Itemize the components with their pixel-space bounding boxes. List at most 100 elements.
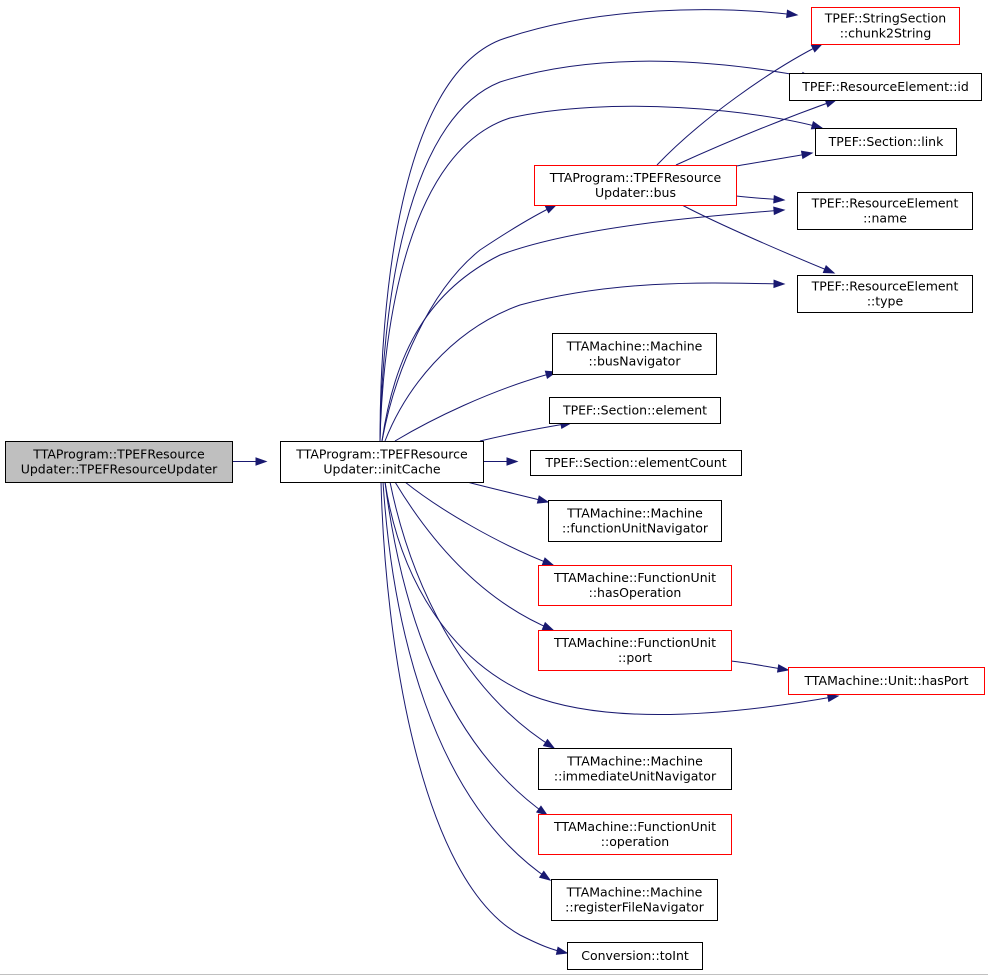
- edge-port-to-hasPort: [730, 660, 790, 673]
- edge-line: [389, 481, 555, 749]
- node-elementCount[interactable]: TPEF::Section::elementCount: [530, 450, 742, 476]
- edge-line: [466, 481, 549, 503]
- edge-line: [384, 481, 839, 715]
- node-box: [788, 667, 985, 695]
- node-box: [538, 748, 732, 790]
- arrowhead: [538, 870, 552, 881]
- arrowhead: [773, 194, 786, 204]
- edge-line: [379, 60, 813, 442]
- node-label-line: ::hasOperation: [589, 585, 682, 600]
- arrowhead: [786, 9, 799, 19]
- arrowhead: [536, 495, 550, 504]
- edge-initCache-to-hasOperation: [404, 481, 555, 566]
- node-label-line: Updater::initCache: [323, 462, 441, 477]
- node-bus[interactable]: TTAProgram::TPEFResourceUpdater::bus: [534, 165, 737, 206]
- node-port[interactable]: TTAMachine::FunctionUnit::port: [538, 630, 732, 671]
- node-label-line: Updater::TPEFResourceUpdater: [21, 462, 218, 477]
- node-label-line: TPEF::ResourceElement: [811, 279, 959, 294]
- edge-initCache-to-hasPort: [384, 481, 840, 715]
- node-reType[interactable]: TPEF::ResourceElement::type: [797, 275, 973, 313]
- node-chunk2String[interactable]: TPEF::StringSection::chunk2String: [811, 7, 960, 45]
- edge-line: [379, 105, 823, 442]
- edge-line: [394, 371, 557, 442]
- arrowhead: [773, 206, 786, 216]
- node-busNav[interactable]: TTAMachine::Machine::busNavigator: [552, 333, 717, 375]
- node-box: [534, 165, 737, 206]
- edge-initCache-to-rfNav: [382, 481, 552, 881]
- arrowhead: [541, 557, 555, 566]
- node-iuNav[interactable]: TTAMachine::Machine::immediateUnitNaviga…: [538, 748, 732, 790]
- edge-initCache-to-fuNav: [466, 481, 550, 504]
- node-box: [538, 814, 732, 855]
- edge-line: [381, 204, 557, 442]
- node-reId[interactable]: TPEF::ResourceElement::id: [789, 73, 982, 101]
- node-label-line: TPEF::Section::link: [828, 134, 944, 149]
- arrowhead: [773, 279, 786, 289]
- node-box: [538, 630, 732, 671]
- node-box: [280, 441, 484, 483]
- node-box: [538, 565, 732, 606]
- edge-line: [382, 481, 551, 881]
- edge-initCache-to-reType: [384, 279, 786, 442]
- edge-initCache-to-elementCount: [483, 457, 519, 466]
- arrowhead: [555, 946, 569, 955]
- node-label-line: ::name: [863, 211, 907, 226]
- edge-line: [675, 99, 837, 166]
- edge-initCache-to-busNav: [394, 370, 558, 442]
- node-initCache[interactable]: TTAProgram::TPEFResourceUpdater::initCac…: [280, 441, 484, 483]
- edge-line: [394, 481, 554, 631]
- node-box: [567, 942, 703, 970]
- edge-line: [404, 481, 554, 566]
- node-label-line: TTAMachine::Machine: [566, 885, 703, 900]
- node-box: [5, 441, 233, 483]
- edge-line: [479, 422, 572, 442]
- node-ctor: TTAProgram::TPEFResourceUpdater::TPEFRes…: [5, 441, 233, 483]
- node-label-line: TTAMachine::Machine: [566, 339, 703, 354]
- node-fuNav[interactable]: TTAMachine::Machine::functionUnitNavigat…: [548, 500, 722, 542]
- node-label-line: TTAProgram::TPEFResource: [549, 170, 722, 185]
- node-label-line: ::chunk2String: [840, 26, 932, 41]
- edge-initCache-to-reId: [379, 60, 814, 442]
- node-box: [789, 73, 982, 101]
- node-label-line: TPEF::StringSection: [824, 11, 946, 26]
- edge-bus-to-reName: [735, 194, 786, 204]
- node-hasPort[interactable]: TTAMachine::Unit::hasPort: [788, 667, 985, 695]
- node-reName[interactable]: TPEF::ResourceElement::name: [797, 192, 973, 230]
- edge-initCache-to-chunk2String: [379, 9, 799, 442]
- edge-initCache-to-element: [479, 420, 573, 442]
- nodes-layer: TTAProgram::TPEFResourceUpdater::TPEFRes…: [5, 7, 985, 970]
- edge-initCache-to-reName: [381, 206, 786, 442]
- node-link[interactable]: TPEF::Section::link: [815, 128, 957, 156]
- node-box: [548, 500, 722, 542]
- arrowhead: [776, 664, 790, 673]
- arrowhead: [255, 457, 268, 466]
- arrowhead: [535, 805, 549, 816]
- node-toInt[interactable]: Conversion::toInt: [567, 942, 703, 970]
- node-label-line: TPEF::ResourceElement: [811, 196, 959, 211]
- node-hasOperation[interactable]: TTAMachine::FunctionUnit::hasOperation: [538, 565, 732, 606]
- node-label-line: TTAMachine::Machine: [566, 754, 703, 769]
- edge-initCache-to-port: [394, 481, 555, 631]
- node-box: [797, 275, 973, 313]
- edge-initCache-to-bus: [381, 204, 558, 442]
- arrowhead: [542, 738, 556, 749]
- node-label-line: TPEF::Section::element: [562, 403, 707, 418]
- node-label-line: TTAMachine::FunctionUnit: [553, 635, 716, 650]
- edge-initCache-to-toInt: [380, 481, 569, 955]
- edge-bus-to-link: [735, 150, 814, 167]
- arrowhead: [541, 621, 555, 631]
- edge-bus-to-reId: [675, 99, 838, 166]
- edge-line: [735, 152, 813, 167]
- edge-line: [681, 204, 835, 274]
- edge-initCache-to-operation: [384, 481, 549, 816]
- node-label-line: ::functionUnitNavigator: [562, 521, 709, 536]
- arrowhead: [810, 43, 824, 53]
- node-rfNav[interactable]: TTAMachine::Machine::registerFileNavigat…: [551, 879, 718, 921]
- edge-line: [656, 43, 823, 166]
- node-label-line: ::port: [618, 650, 652, 665]
- node-element[interactable]: TPEF::Section::element: [549, 397, 721, 424]
- node-label-line: ::immediateUnitNavigator: [554, 769, 717, 784]
- node-label-line: TTAMachine::Machine: [566, 506, 703, 521]
- node-operation[interactable]: TTAMachine::FunctionUnit::operation: [538, 814, 732, 855]
